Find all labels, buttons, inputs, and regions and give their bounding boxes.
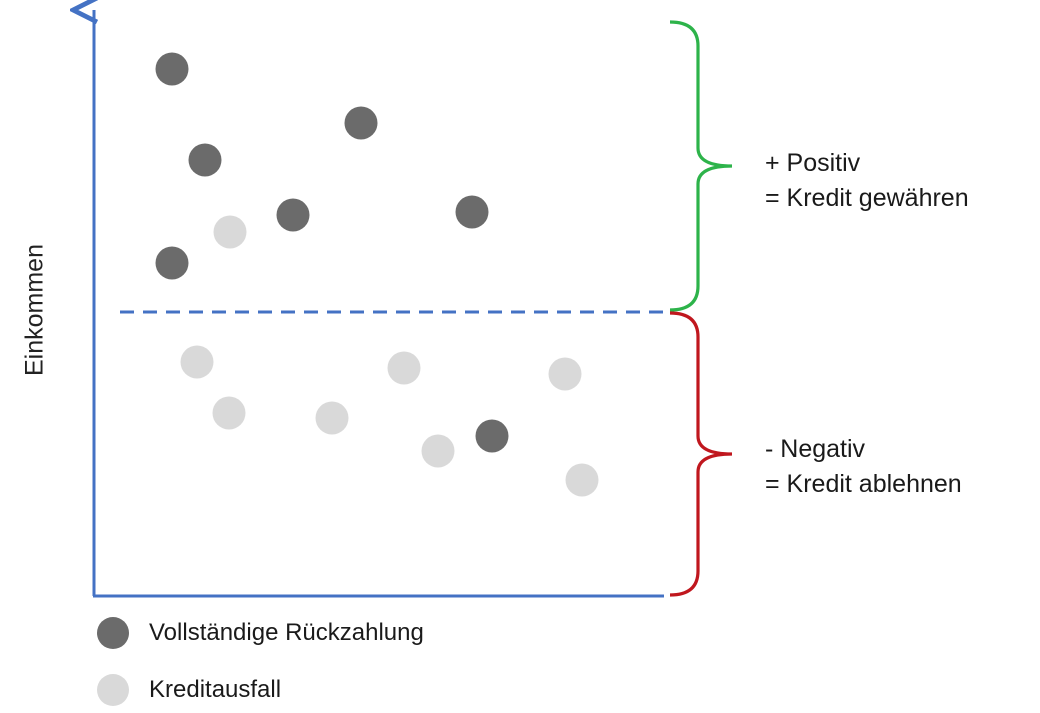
negative-annotation: - Negativ = Kredit ablehnen: [765, 432, 962, 502]
legend-label-default: Kreditausfall: [149, 676, 282, 703]
legend-marker-repaid: [97, 617, 129, 649]
point-full-repayment: [455, 195, 489, 229]
point-credit-default: [315, 401, 349, 435]
point-credit-default: [548, 357, 582, 391]
positive-annotation: + Positiv = Kredit gewähren: [765, 146, 969, 216]
y-axis-label: Einkommen: [20, 244, 49, 376]
positive-brace: [669, 20, 733, 312]
point-full-repayment: [475, 419, 509, 453]
legend-item-default: Kreditausfall: [97, 673, 281, 707]
point-credit-default: [387, 351, 421, 385]
point-credit-default: [180, 345, 214, 379]
legend-label-repaid: Vollständige Rückzahlung: [149, 619, 424, 646]
point-credit-default: [421, 434, 455, 468]
negative-label: - Negativ: [765, 435, 866, 463]
data-points: [155, 52, 599, 497]
positive-label: + Positiv: [765, 149, 861, 177]
point-full-repayment: [155, 246, 189, 280]
positive-meaning: = Kredit gewähren: [765, 184, 969, 212]
negative-brace: [669, 311, 733, 597]
point-full-repayment: [344, 106, 378, 140]
point-full-repayment: [155, 52, 189, 86]
point-full-repayment: [188, 143, 222, 177]
negative-meaning: = Kredit ablehnen: [765, 470, 962, 498]
point-credit-default: [212, 396, 246, 430]
legend-marker-default: [97, 674, 129, 706]
point-credit-default: [565, 463, 599, 497]
point-full-repayment: [276, 198, 310, 232]
legend-item-repaid: Vollständige Rückzahlung: [97, 616, 424, 650]
point-credit-default: [213, 215, 247, 249]
